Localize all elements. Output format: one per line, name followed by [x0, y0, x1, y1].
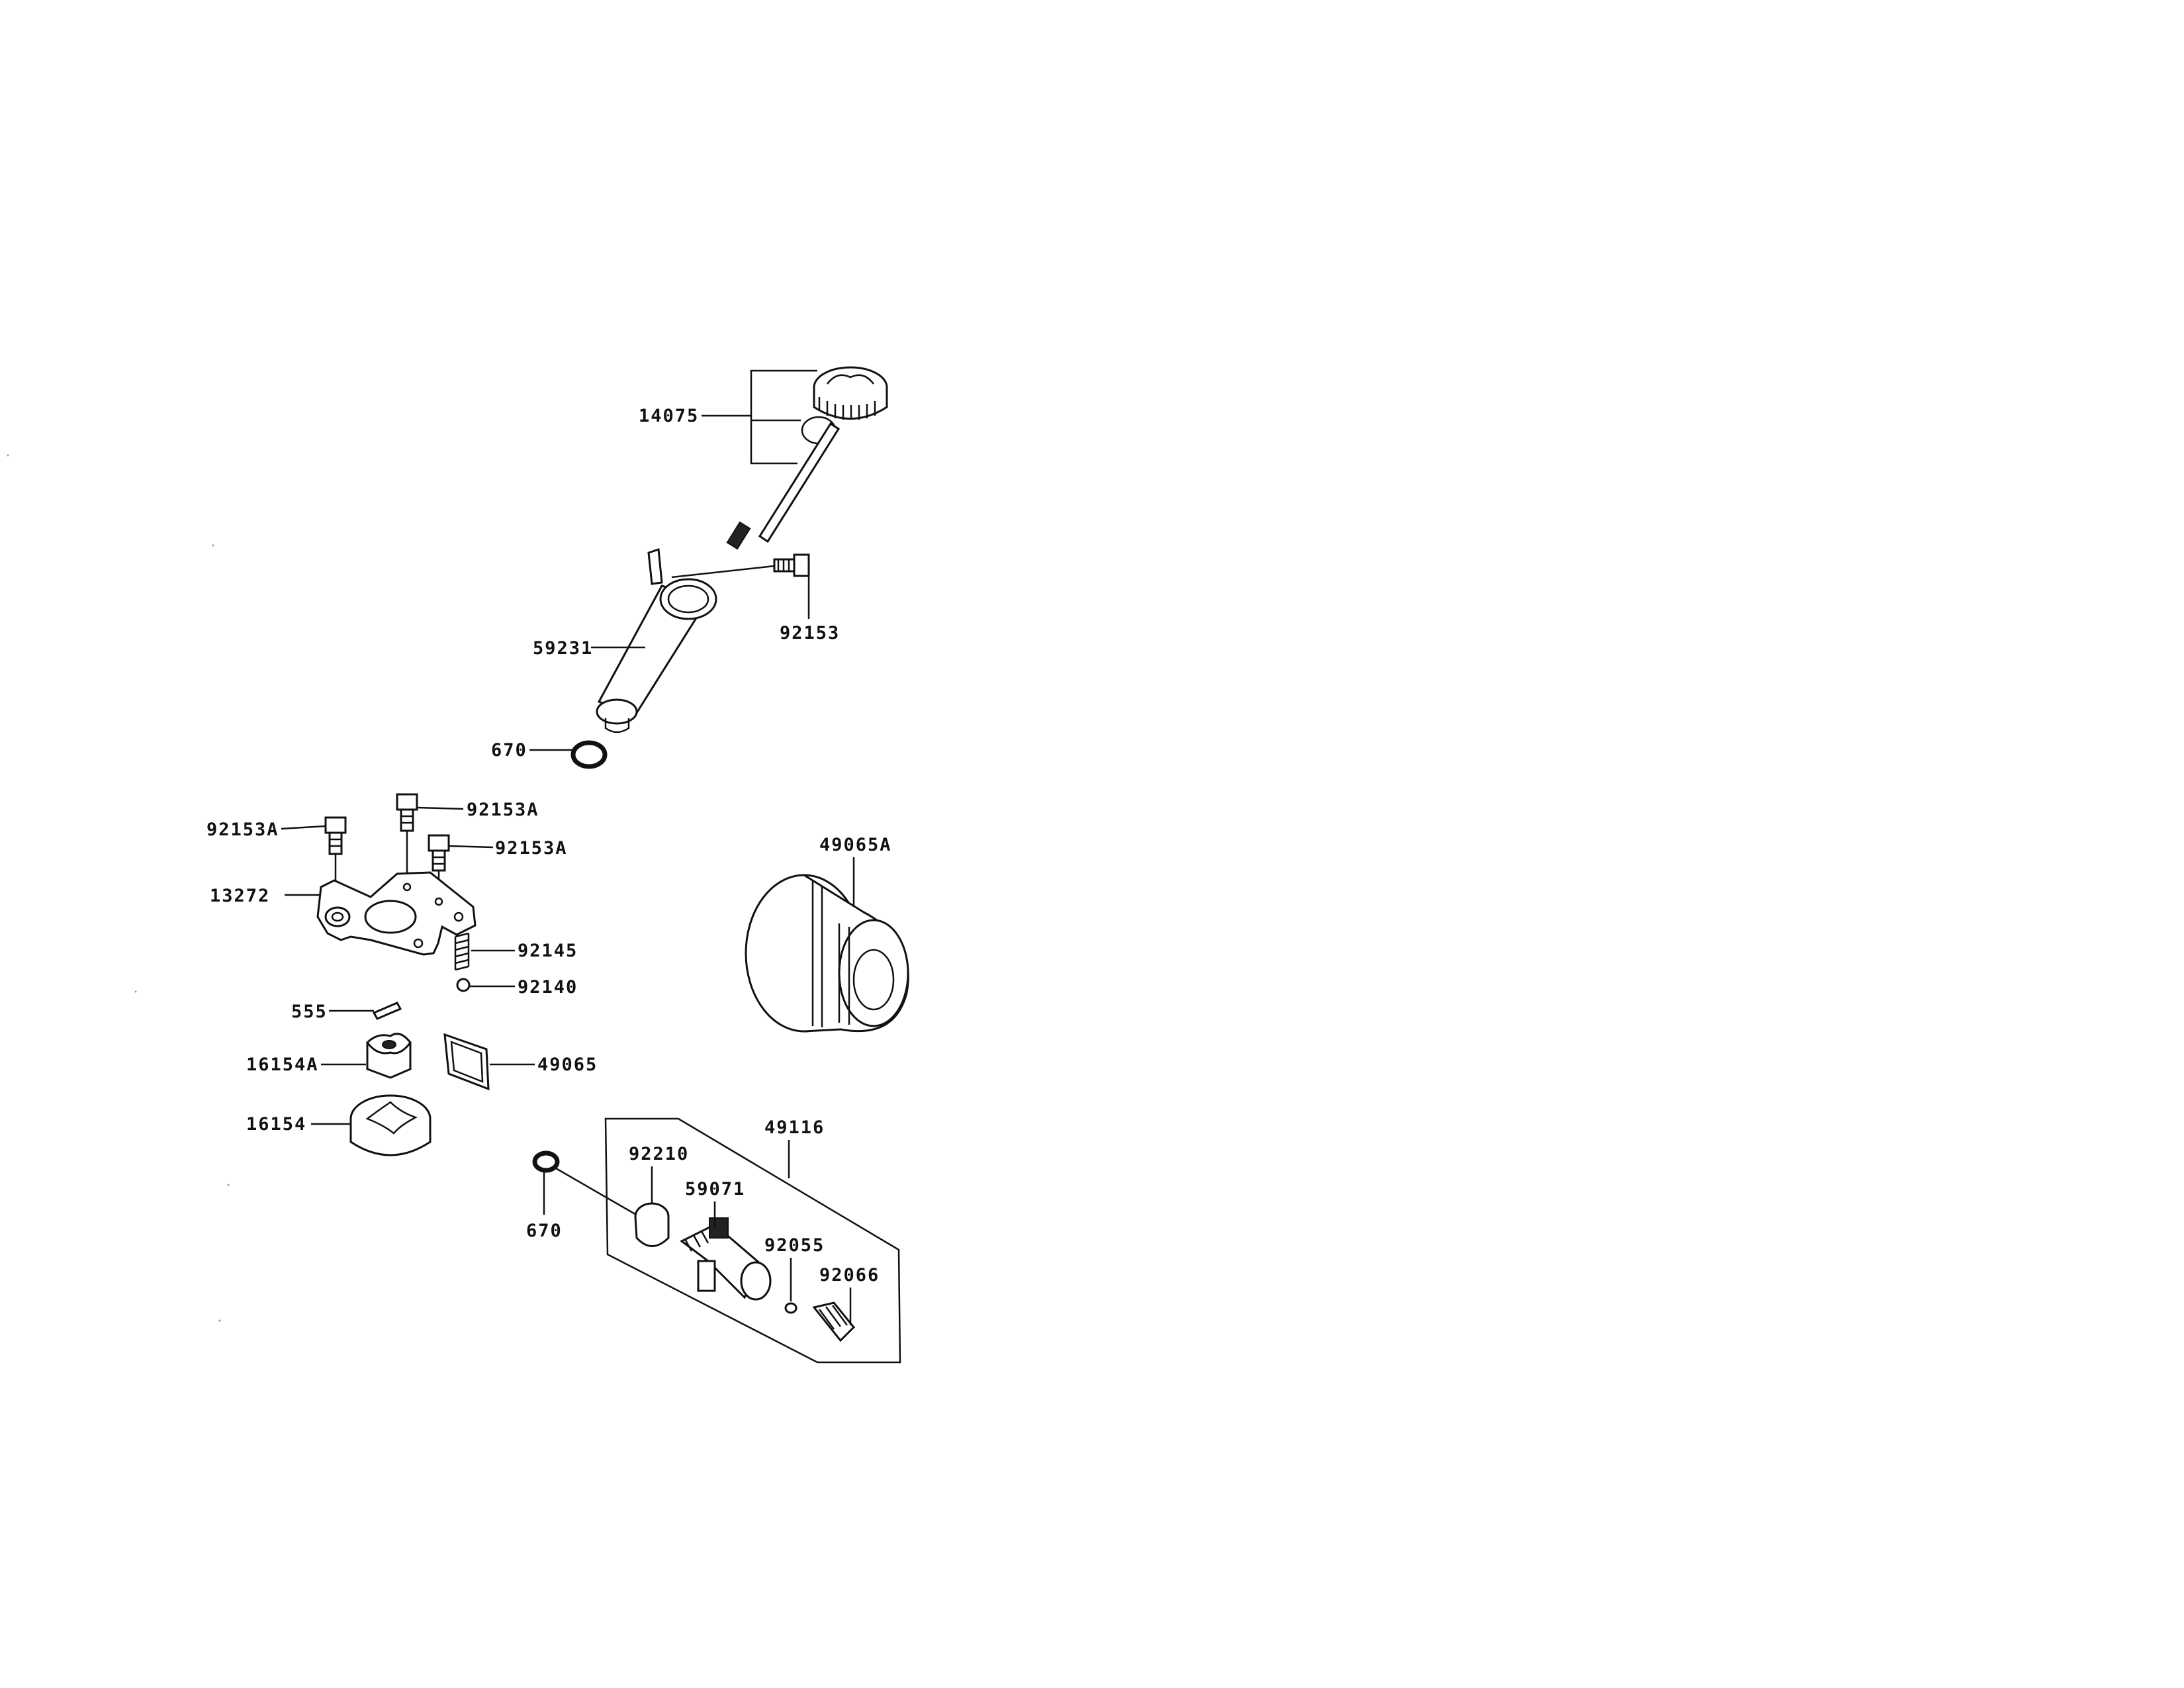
label-92055: 92055 — [764, 1235, 825, 1256]
scan-speck — [227, 1184, 230, 1186]
label-92153a-left: 92153A — [206, 820, 279, 840]
assembly-49116-outline — [604, 1117, 901, 1364]
bolt-92153-part[interactable] — [671, 553, 810, 619]
nut-92210-part[interactable] — [634, 1202, 670, 1247]
fitting-59071-part[interactable] — [680, 1217, 772, 1301]
label-14075: 14075 — [639, 406, 699, 426]
label-92153a-right: 92153A — [495, 838, 568, 859]
pin-555-part[interactable] — [372, 1002, 402, 1020]
o-ring-670-top-part[interactable] — [570, 740, 608, 769]
label-92153: 92153 — [780, 623, 840, 643]
inner-rotor-16154a-part[interactable] — [366, 1033, 412, 1079]
bolt-92153a-left-part[interactable] — [324, 816, 347, 904]
label-16154a: 16154A — [246, 1055, 319, 1075]
ball-92140-part[interactable] — [456, 978, 471, 992]
plug-92066-part[interactable] — [812, 1301, 856, 1342]
scan-speck — [218, 1319, 221, 1322]
scan-speck — [134, 990, 137, 993]
label-92153a-mid: 92153A — [467, 800, 539, 820]
label-670-bottom: 670 — [526, 1221, 563, 1241]
label-59231: 59231 — [533, 638, 593, 659]
oil-filler-tube-part[interactable] — [596, 547, 717, 733]
scan-speck — [212, 544, 214, 547]
label-92145: 92145 — [518, 941, 578, 961]
scan-speck — [7, 454, 9, 457]
spring-92145-part[interactable] — [454, 932, 470, 971]
label-49065: 49065 — [537, 1055, 598, 1075]
dipstick-part[interactable] — [702, 366, 888, 550]
label-92066: 92066 — [819, 1265, 880, 1286]
label-92210: 92210 — [629, 1144, 689, 1164]
label-13272: 13272 — [210, 886, 270, 906]
label-49065a: 49065A — [819, 835, 892, 855]
oil-filter-49065a-part[interactable] — [745, 874, 909, 1033]
label-49116: 49116 — [764, 1117, 825, 1138]
label-16154: 16154 — [246, 1114, 306, 1135]
label-59071: 59071 — [685, 1179, 745, 1199]
bolt-92153a-right-part[interactable] — [428, 834, 450, 900]
outer-rotor-16154-part[interactable] — [349, 1094, 432, 1156]
screen-49065-part[interactable] — [443, 1033, 490, 1091]
bolt-92153a-mid-part[interactable] — [396, 793, 418, 877]
o-ring-92055-part[interactable] — [784, 1302, 797, 1314]
label-555: 555 — [291, 1002, 328, 1022]
label-92140: 92140 — [518, 977, 578, 998]
o-ring-670-bottom-part[interactable] — [532, 1150, 643, 1219]
label-670-top: 670 — [491, 740, 527, 761]
pump-cover-plate-part[interactable] — [316, 871, 477, 956]
